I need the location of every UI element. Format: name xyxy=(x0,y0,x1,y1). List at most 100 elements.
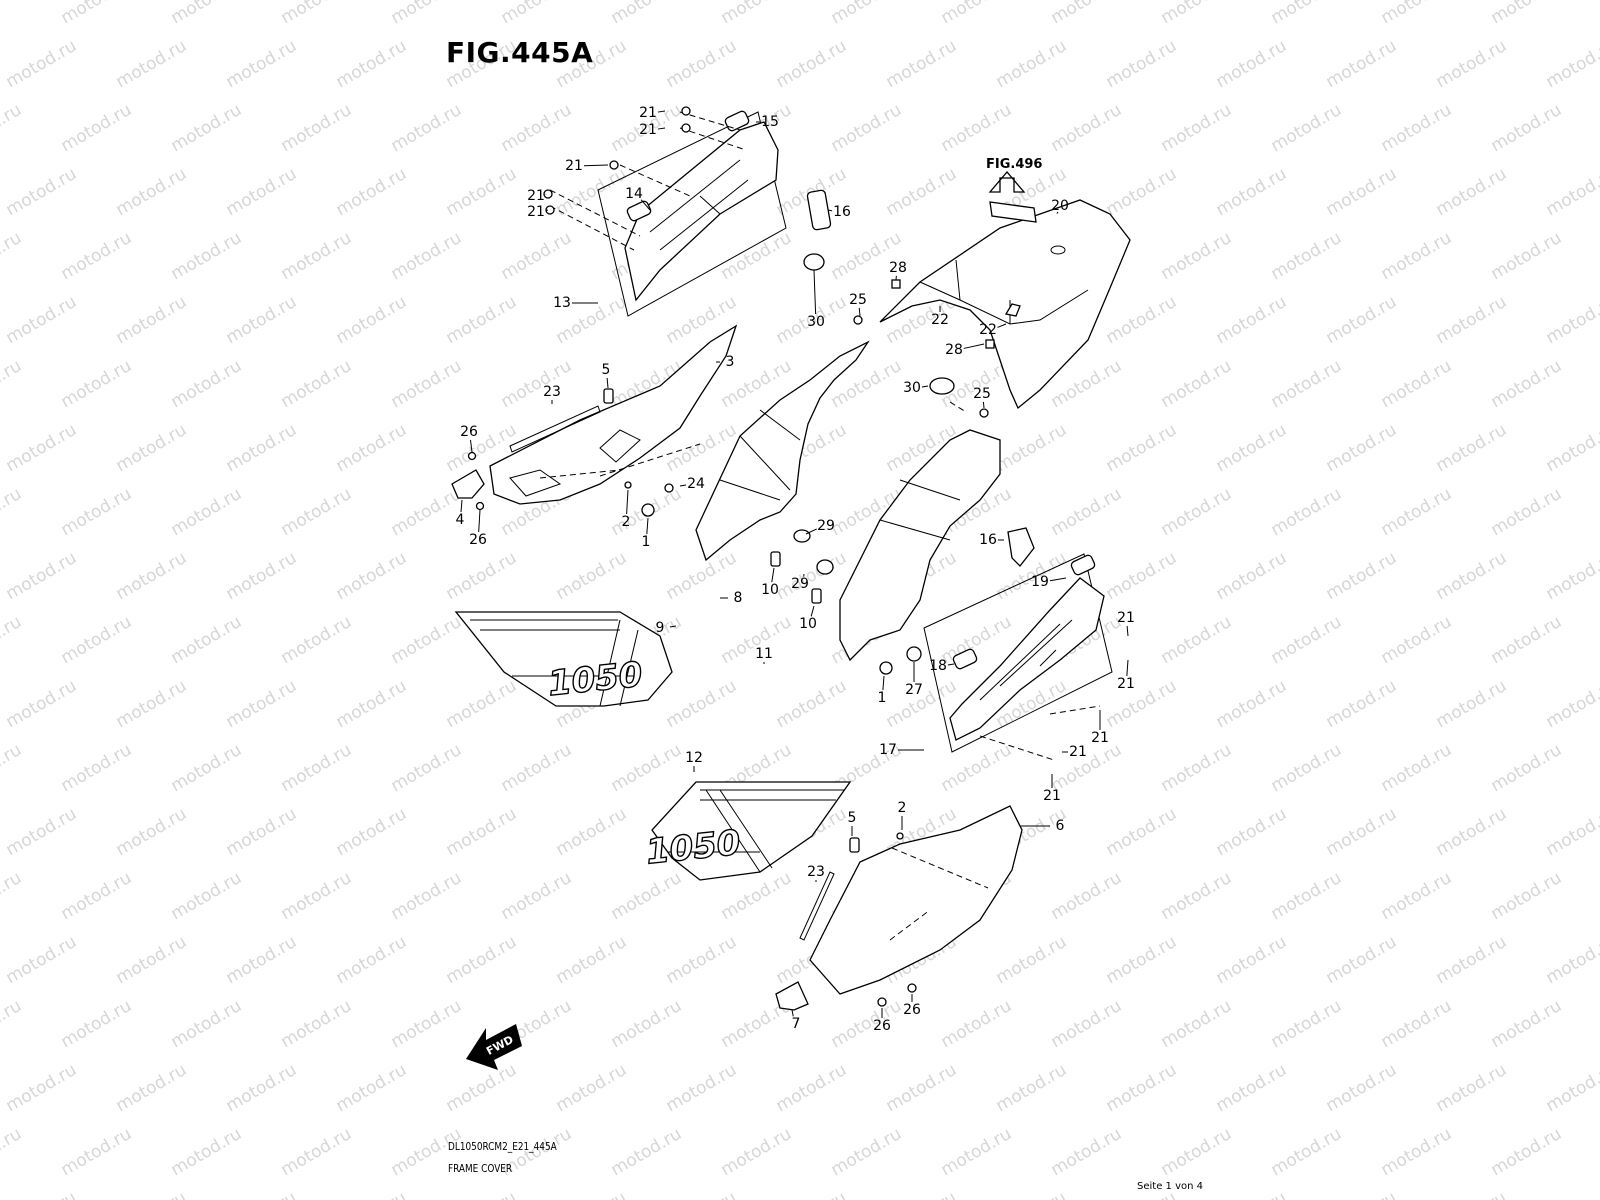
callout-leader-24 xyxy=(646,517,649,535)
washer-29-lower xyxy=(816,559,834,575)
rear-rack-assembly-left xyxy=(543,106,787,317)
callout-label-17: 5 xyxy=(602,362,611,378)
washer-1-left xyxy=(641,503,655,517)
screw-2-lower xyxy=(896,832,904,840)
callout-leader-25 xyxy=(921,385,929,388)
figure-496-reference: FIG.496 xyxy=(986,157,1042,193)
callout-leader-12 xyxy=(813,269,817,315)
callout-label-45: 12 xyxy=(685,750,703,766)
callout-leader-lines xyxy=(460,110,1129,1018)
frame-cover-lower xyxy=(809,805,1023,995)
callout-label-43: 21 xyxy=(1069,744,1087,760)
callout-label-34: 19 xyxy=(1031,574,1049,590)
callout-leader-34 xyxy=(1049,577,1067,582)
callout-label-36: 21 xyxy=(1117,676,1135,692)
washer-1-lower xyxy=(879,661,893,675)
callout-label-23: 24 xyxy=(687,476,705,492)
callout-leader-35 xyxy=(1126,625,1129,637)
frame-cover-left xyxy=(489,324,738,505)
callout-label-19: 26 xyxy=(460,424,478,440)
callout-label-7: 13 xyxy=(553,295,571,311)
cushion-10-a xyxy=(770,551,781,567)
clip-26-left-bottom xyxy=(475,501,485,511)
callout-leader-36 xyxy=(1126,659,1129,677)
callout-label-40: 27 xyxy=(905,682,923,698)
callout-leader-32 xyxy=(669,625,677,628)
callout-leader-8 xyxy=(827,209,833,212)
callout-label-18: 23 xyxy=(543,384,561,400)
callout-label-27: 29 xyxy=(817,518,835,534)
callout-leader-19 xyxy=(469,439,473,453)
callout-label-12: 30 xyxy=(807,314,825,330)
forward-direction-arrow: FWD xyxy=(466,1024,522,1070)
callout-label-16: 3 xyxy=(726,354,735,370)
decal-text-lower: 1050 xyxy=(644,823,742,873)
callout-label-51: 26 xyxy=(873,1018,891,1034)
rear-rack-assembly-right xyxy=(923,553,1113,761)
callout-label-30: 10 xyxy=(799,616,817,632)
callout-label-11: 25 xyxy=(849,292,867,308)
callout-label-9: 20 xyxy=(1051,198,1069,214)
callout-leader-21 xyxy=(478,509,481,533)
callout-label-3: 21 xyxy=(565,158,583,174)
callout-label-22: 2 xyxy=(622,514,631,530)
callout-label-0: 21 xyxy=(639,105,657,121)
callout-label-37: 11 xyxy=(755,646,773,662)
callout-label-50: 7 xyxy=(792,1016,801,1032)
callout-leader-29 xyxy=(771,567,775,583)
callout-label-44: 21 xyxy=(1043,788,1061,804)
callout-label-15: 28 xyxy=(945,342,963,358)
model-code: DL1050RCM2_E21_445A xyxy=(448,1140,557,1153)
callout-leader-0 xyxy=(657,110,666,113)
callout-label-38: 18 xyxy=(929,658,947,674)
callout-leader-38 xyxy=(947,663,955,666)
screw-24 xyxy=(664,483,674,493)
fairing-tab-4-left xyxy=(451,469,485,499)
grommet-30-lower xyxy=(929,377,955,395)
grommet-30-upper xyxy=(803,253,825,271)
frame-side-cover-right xyxy=(839,401,1001,662)
callout-leader-30 xyxy=(810,605,815,617)
clip-26-left-top xyxy=(467,451,477,461)
strip-23-left xyxy=(509,405,601,453)
strip-23-lower xyxy=(799,871,835,941)
callout-label-8: 16 xyxy=(833,204,851,220)
reflector-pad-upper xyxy=(806,189,832,231)
decal-emblem-upper: 1050 xyxy=(454,611,673,707)
callout-label-4: 14 xyxy=(625,186,643,202)
callout-label-33: 16 xyxy=(979,532,997,548)
callout-label-31: 8 xyxy=(734,590,743,606)
callout-label-46: 5 xyxy=(848,810,857,826)
callout-label-2: 15 xyxy=(761,114,779,130)
washer-29-upper xyxy=(793,529,811,543)
callout-label-42: 17 xyxy=(879,742,897,758)
callout-label-21: 26 xyxy=(469,532,487,548)
callout-leader-50 xyxy=(791,1009,794,1017)
screw-27 xyxy=(906,646,922,662)
bolt-25-lower xyxy=(979,408,989,418)
callout-label-25: 30 xyxy=(903,380,921,396)
callout-label-24: 1 xyxy=(642,534,651,550)
callout-leader-22 xyxy=(626,489,629,515)
callout-leader-14 xyxy=(997,323,1007,328)
reflector-pad-lower xyxy=(1007,527,1035,567)
decal-emblem-lower: 1050 xyxy=(643,781,852,881)
callout-label-39: 1 xyxy=(878,690,887,706)
bolt-25-upper xyxy=(853,315,863,325)
callout-label-13: 22 xyxy=(931,312,949,328)
fairing-tab-7-lower xyxy=(775,981,809,1011)
nut-28-upper xyxy=(891,279,901,289)
callout-leader-11 xyxy=(858,307,861,317)
cushion-10-b xyxy=(811,588,822,604)
callout-leader-20 xyxy=(460,499,463,513)
callout-label-6: 21 xyxy=(527,204,545,220)
tail-cowl xyxy=(879,199,1131,410)
callout-label-52: 26 xyxy=(903,1002,921,1018)
callout-label-10: 28 xyxy=(889,260,907,276)
callout-label-28: 29 xyxy=(791,576,809,592)
callout-label-48: 6 xyxy=(1056,818,1065,834)
decal-text-upper: 1050 xyxy=(546,655,644,705)
callout-label-32: 9 xyxy=(656,620,665,636)
callout-leader-15 xyxy=(963,343,985,349)
